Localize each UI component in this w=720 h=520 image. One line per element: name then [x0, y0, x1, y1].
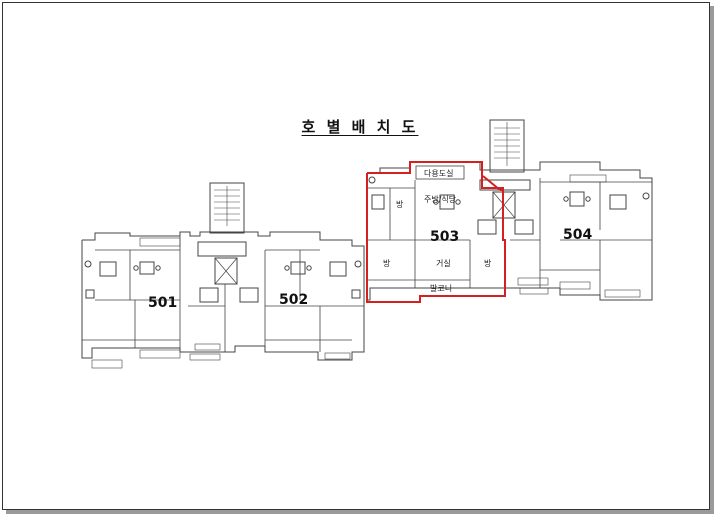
room-label-room1: 방 — [396, 199, 404, 209]
unit-label-501: 501 — [148, 295, 177, 311]
room-label-kitchen: 주방/식당 — [424, 194, 457, 204]
unit-503-highlight — [366, 161, 506, 303]
room-label-living: 거실 — [436, 258, 451, 268]
right-building — [366, 119, 653, 301]
left-building — [81, 182, 365, 369]
room-label-multi: 다용도실 — [424, 168, 453, 178]
room-label-balcony: 발코니 — [430, 283, 452, 293]
room-label-room3: 방 — [484, 258, 492, 268]
page-title: 호 별 배 치 도 — [301, 118, 419, 136]
unit-label-503: 503 — [430, 229, 459, 245]
document-frame — [2, 2, 710, 510]
unit-label-502: 502 — [279, 292, 308, 308]
unit-label-504: 504 — [563, 227, 592, 243]
room-label-room2: 방 — [383, 258, 391, 268]
multi-room-box — [415, 165, 465, 180]
